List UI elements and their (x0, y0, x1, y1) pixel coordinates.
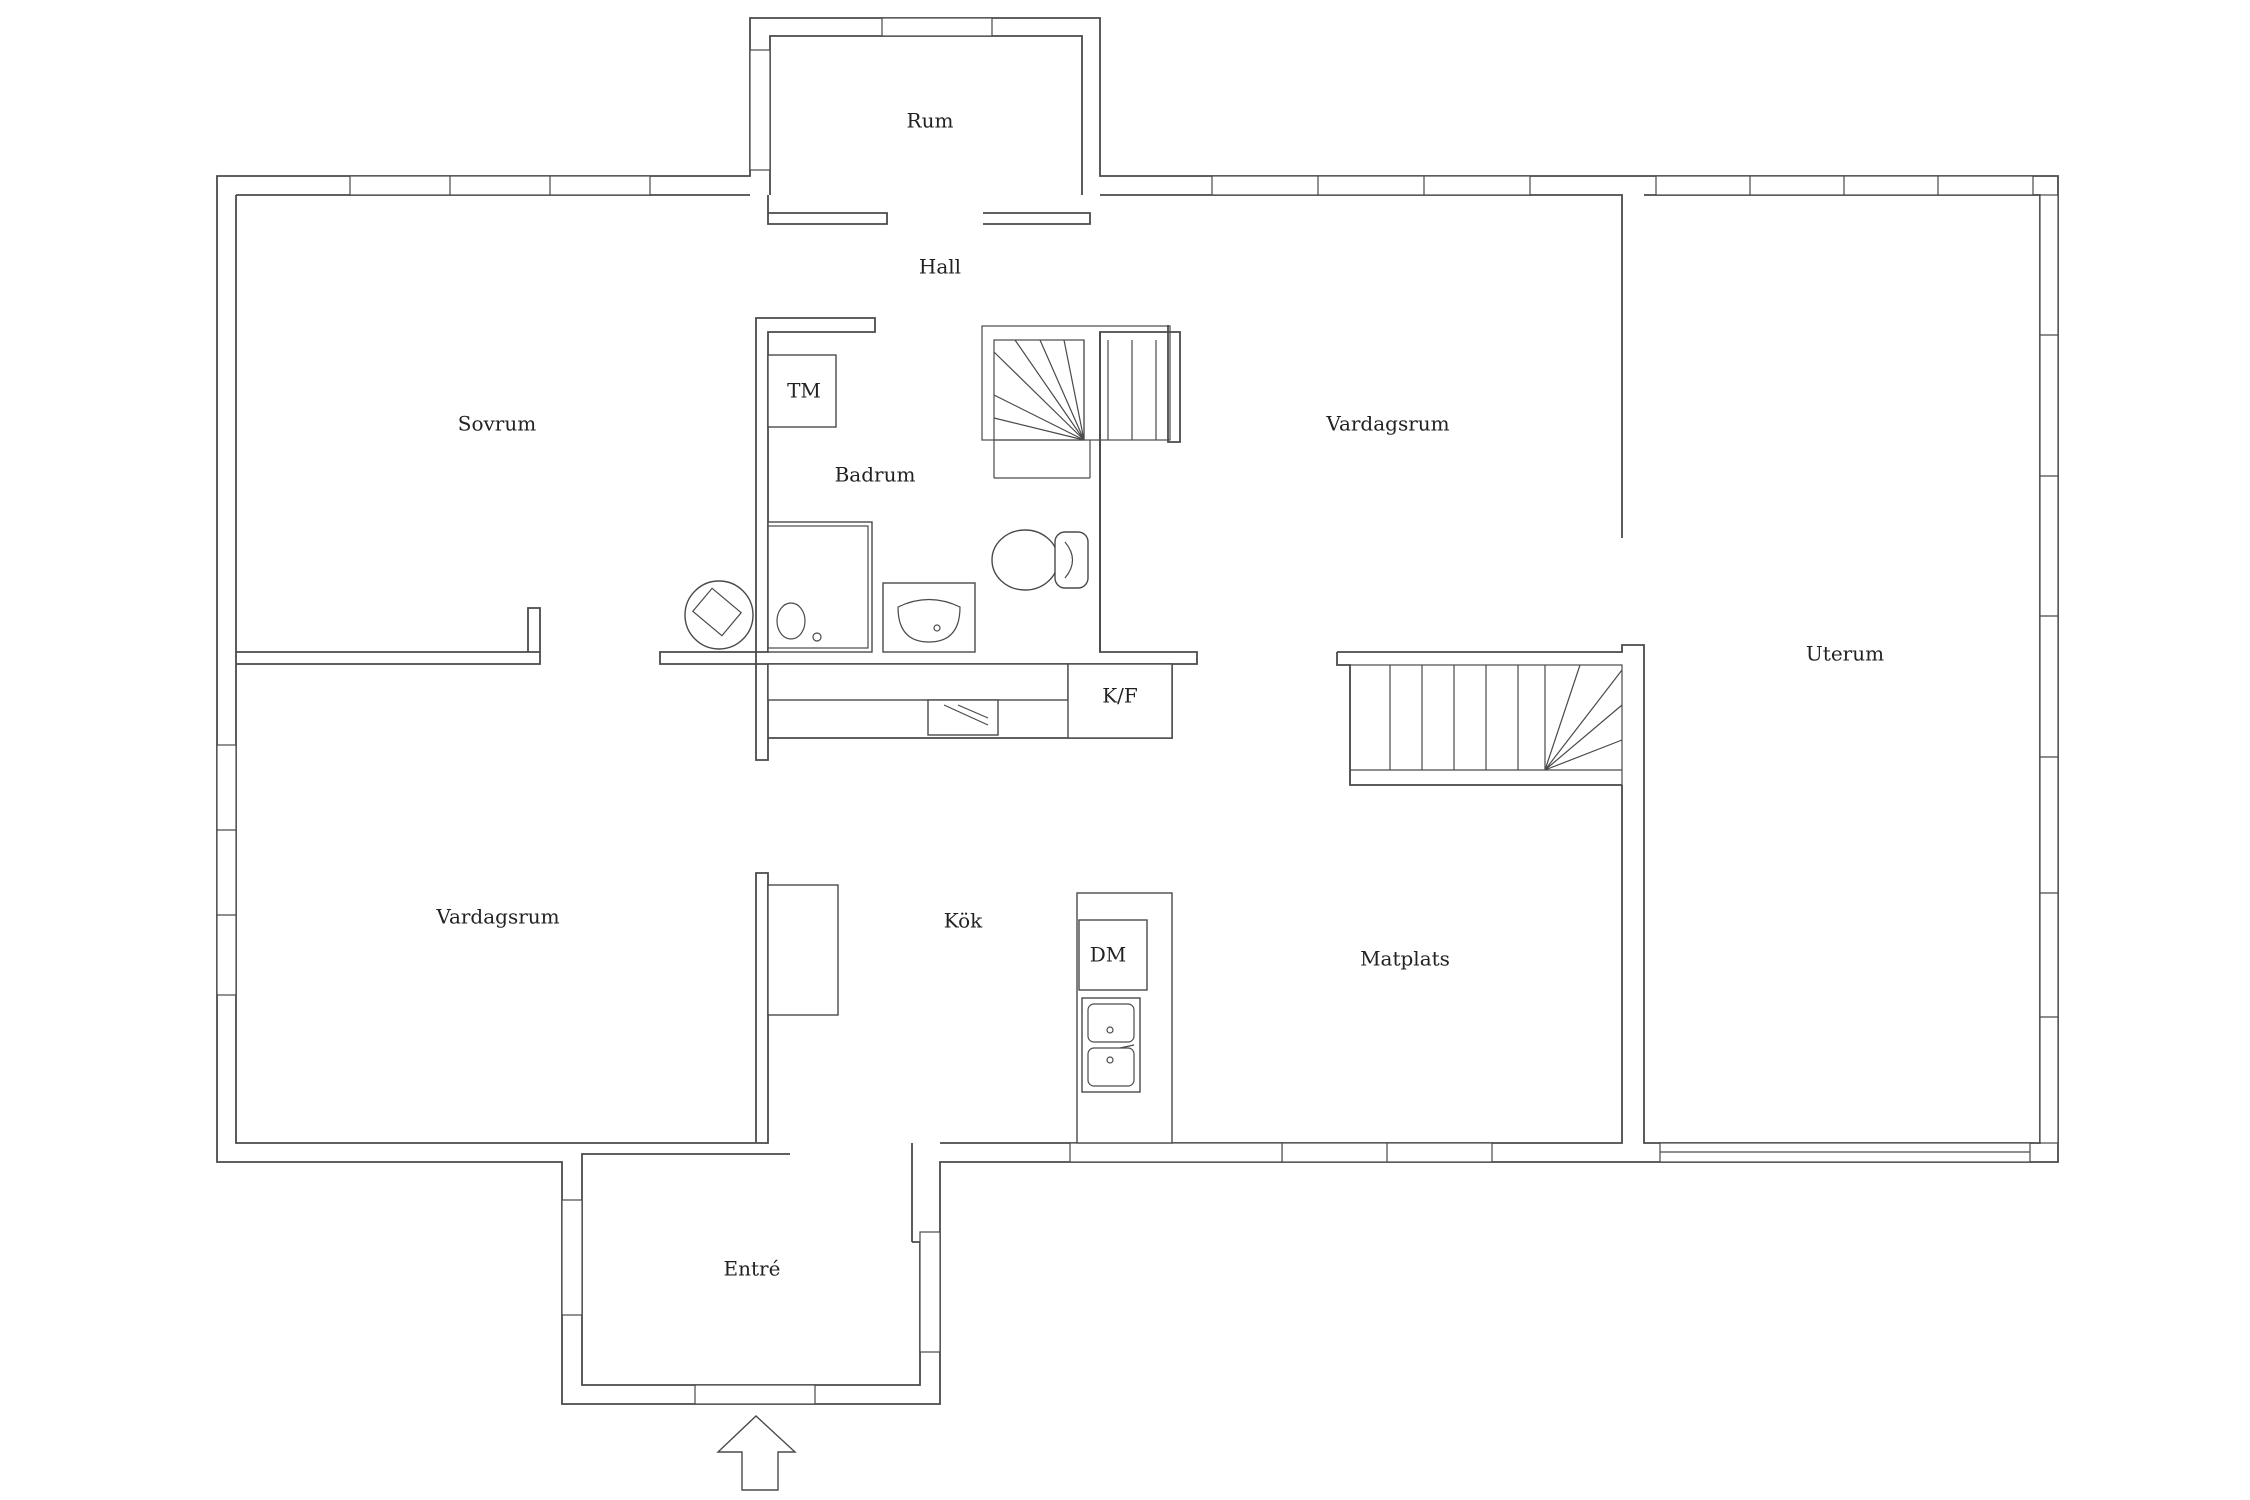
tm-box (767, 354, 837, 428)
room-label-vardagsrum-lower: Vardagsrum (435, 905, 559, 929)
room-label-kf: K/F (1102, 684, 1138, 708)
room-label-sovrum: Sovrum (458, 412, 536, 436)
room-label-entre: Entré (724, 1257, 781, 1281)
room-label-matplats: Matplats (1360, 947, 1450, 971)
room-label-kok: Kök (944, 909, 983, 933)
toilet-icon (991, 529, 1089, 591)
kf-box (1067, 663, 1173, 739)
room-label-rum: Rum (907, 109, 954, 133)
arrow-up-icon (716, 1415, 797, 1491)
fixtures (684, 354, 1173, 1093)
room-label-dm: DM (1090, 943, 1127, 967)
room-label-vardagsrum-upper: Vardagsrum (1325, 412, 1449, 436)
room-label-tm: TM (787, 379, 821, 403)
dm-box (1078, 919, 1148, 991)
stove-icon (684, 580, 754, 650)
windows (216, 17, 2059, 1405)
shower-icon (767, 521, 873, 653)
double-sink-icon (1081, 997, 1141, 1093)
sink-icon (882, 582, 976, 653)
room-label-uterum: Uterum (1806, 642, 1884, 666)
room-label-hall: Hall (919, 255, 961, 279)
room-label-badrum: Badrum (835, 463, 916, 487)
staircase-icon (981, 325, 1623, 786)
room-labels: Rum Hall Sovrum TM Badrum Vardagsrum Ute… (435, 109, 1884, 1281)
